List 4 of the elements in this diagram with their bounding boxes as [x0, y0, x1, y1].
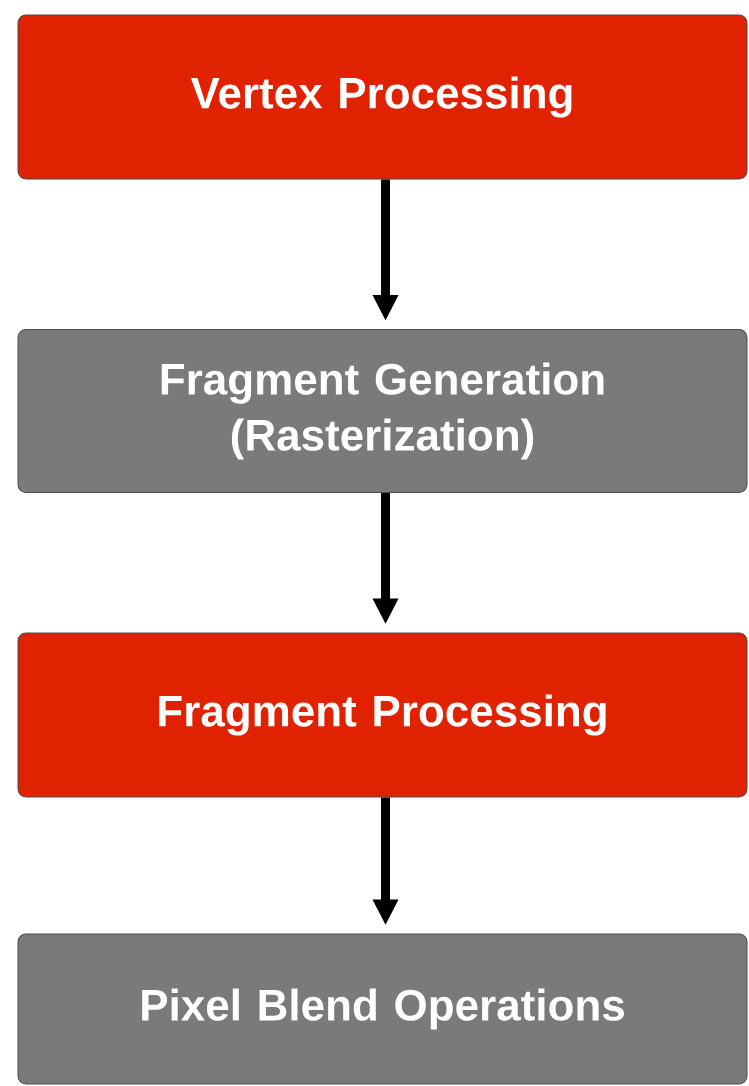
process-box: Pixel Blend Operations	[17, 933, 748, 1085]
process-box: Fragment Generation (Rasterization)	[17, 329, 748, 493]
process-box: Fragment Processing	[17, 632, 748, 798]
process-box: Vertex Processing	[17, 14, 748, 180]
